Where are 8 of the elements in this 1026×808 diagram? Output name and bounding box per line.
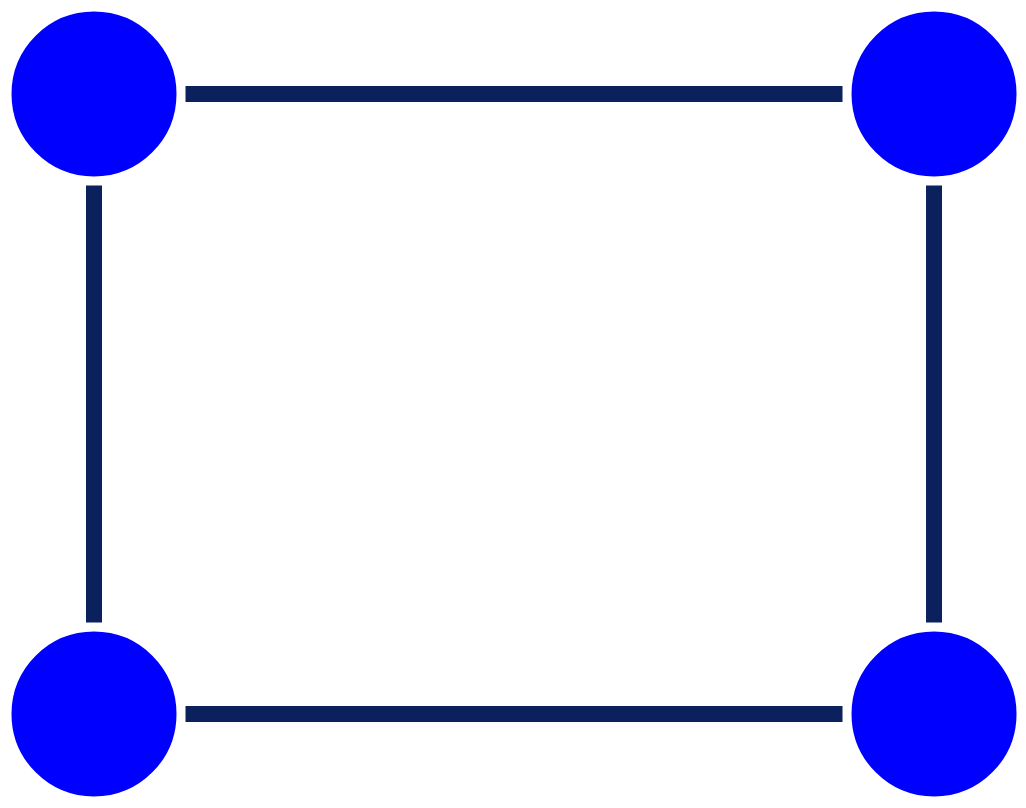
circle-node: [8, 8, 180, 180]
connector-line: [185, 86, 843, 102]
circle-node: [8, 628, 180, 800]
connector-line: [185, 706, 843, 722]
circle-node: [848, 628, 1020, 800]
circle-node: [848, 8, 1020, 180]
connector-line: [926, 185, 942, 623]
connector-line: [86, 185, 102, 623]
